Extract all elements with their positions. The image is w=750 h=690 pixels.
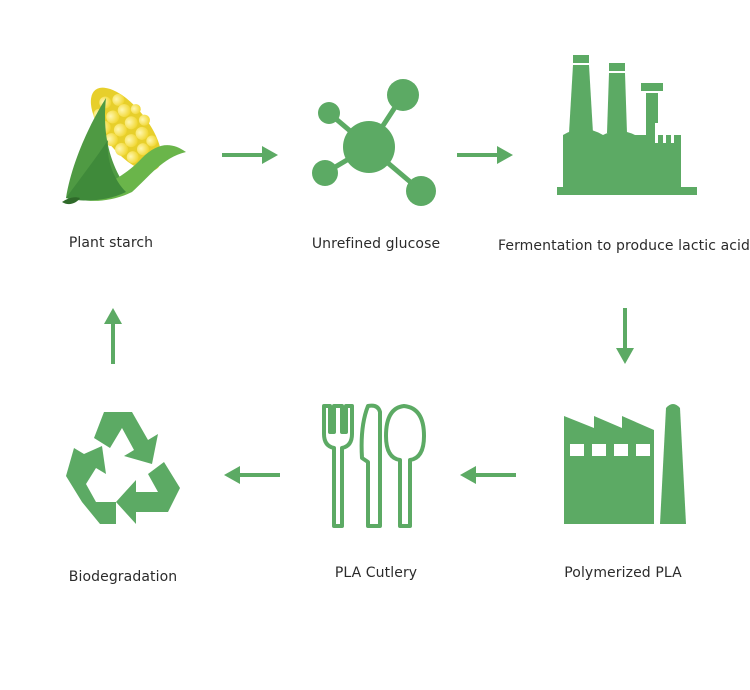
refinery-icon [557,55,697,195]
recycle-icon [66,412,180,524]
factory-icon [564,404,686,524]
step-label-biodegradation: Biodegradation [68,569,178,585]
step-label-fermentation: Fermentation to produce lactic acid [497,238,750,254]
arrow-right-icon [457,146,513,164]
step-label-unrefined-glucose: Unrefined glucose [311,236,441,252]
arrow-right-icon [222,146,278,164]
step-label-plant-starch: Plant starch [68,235,154,251]
arrow-down-icon [616,308,634,364]
corn-icon [62,87,186,205]
arrow-left-icon [460,466,516,484]
cutlery-icon [322,403,426,528]
arrow-left-icon [224,466,280,484]
step-label-polymerized-pla: Polymerized PLA [564,565,682,581]
molecule-icon [312,79,436,206]
arrow-up-icon [104,308,122,364]
step-label-pla-cutlery: PLA Cutlery [334,565,418,581]
